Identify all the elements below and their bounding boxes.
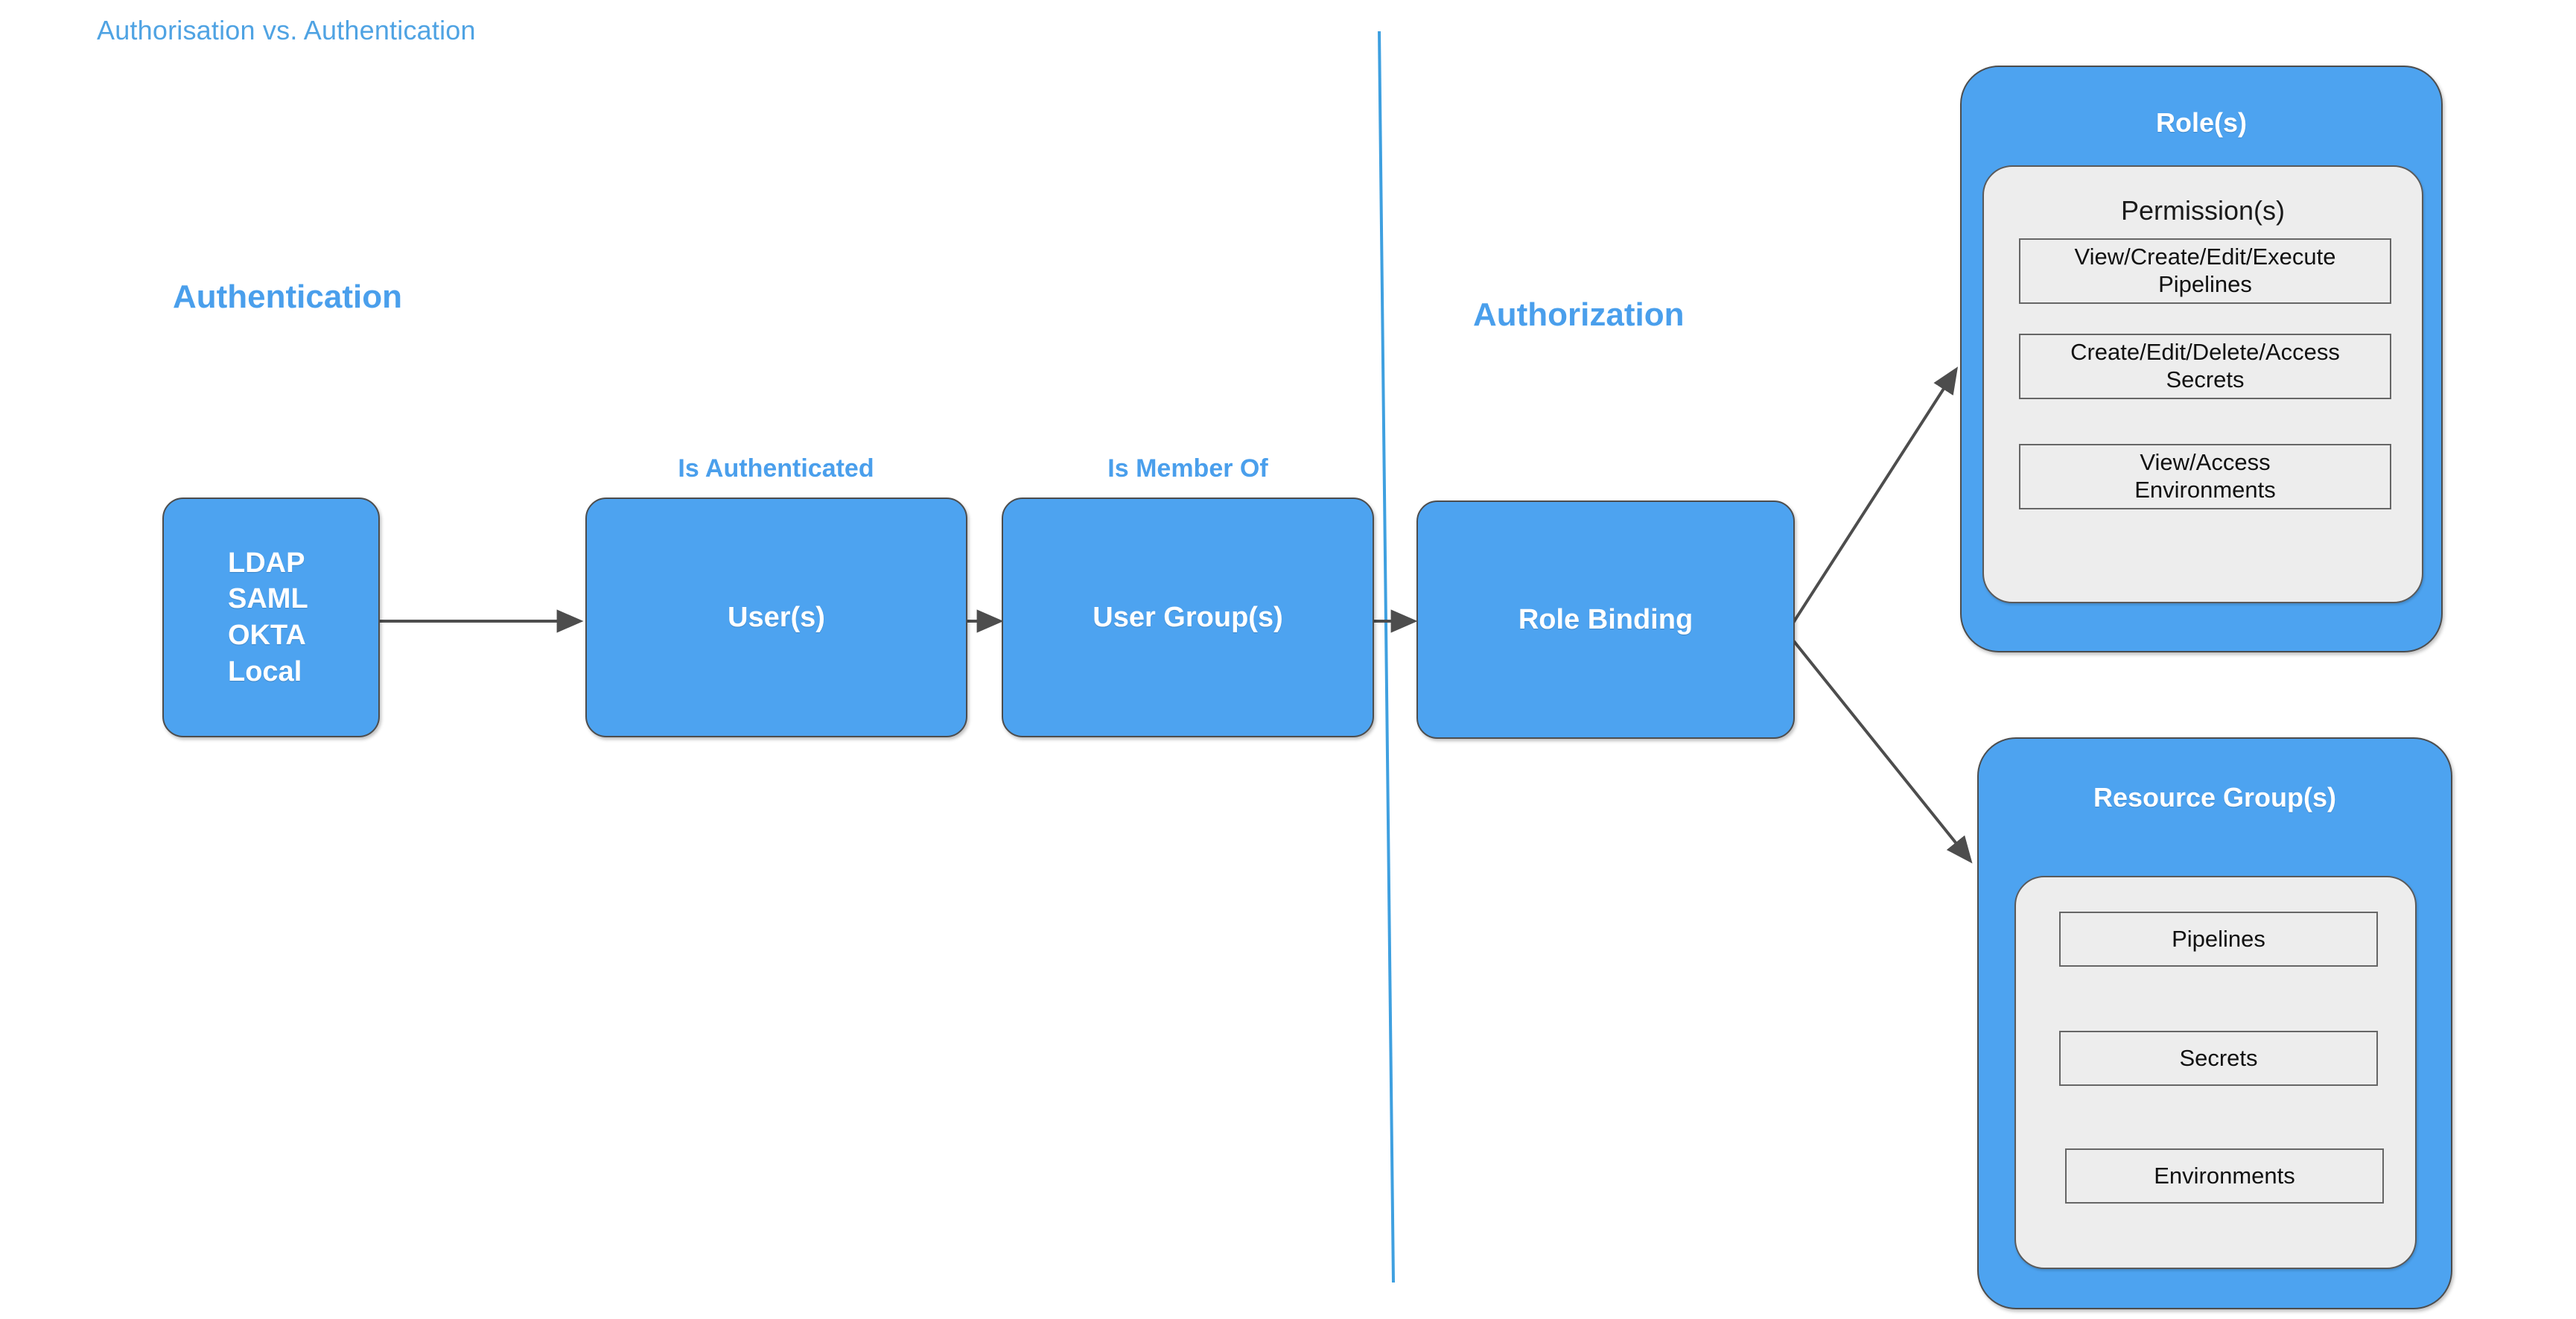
- resource-chip-secrets[interactable]: Secrets: [2059, 1031, 2378, 1086]
- permission-chip-pipelines[interactable]: View/Create/Edit/Execute Pipelines: [2019, 238, 2391, 304]
- panel-roles[interactable]: Role(s) Permission(s) View/Create/Edit/E…: [1960, 66, 2443, 652]
- edge-label-is-member-of: Is Member Of: [1107, 454, 1268, 483]
- box-auth-providers[interactable]: LDAP SAML OKTA Local: [162, 498, 380, 737]
- box-user-groups-label: User Group(s): [1093, 601, 1283, 633]
- panel-resource-groups-title: Resource Group(s): [2093, 782, 2337, 813]
- resource-chip-environments[interactable]: Environments: [2065, 1148, 2384, 1204]
- permission-chip-environments[interactable]: View/Access Environments: [2019, 444, 2391, 509]
- resource-chip-pipelines[interactable]: Pipelines: [2059, 912, 2378, 967]
- box-users-label: User(s): [728, 601, 825, 633]
- panel-resource-groups[interactable]: Resource Group(s) Pipelines Secrets Envi…: [1977, 737, 2452, 1309]
- permission-chip-secrets[interactable]: Create/Edit/Delete/Access Secrets: [2019, 334, 2391, 399]
- panel-roles-title: Role(s): [2155, 107, 2247, 138]
- edge-label-is-authenticated: Is Authenticated: [678, 454, 874, 483]
- panel-resource-groups-inner: Pipelines Secrets Environments: [2014, 876, 2417, 1269]
- permissions-title: Permission(s): [2120, 195, 2286, 226]
- page-title: Authorisation vs. Authentication: [97, 15, 476, 45]
- box-role-binding[interactable]: Role Binding: [1416, 500, 1795, 739]
- box-users[interactable]: User(s): [585, 498, 967, 737]
- heading-authentication: Authentication: [173, 279, 402, 315]
- panel-roles-inner: Permission(s) View/Create/Edit/Execute P…: [1982, 165, 2423, 603]
- box-role-binding-label: Role Binding: [1518, 603, 1694, 635]
- heading-authorization: Authorization: [1473, 296, 1685, 333]
- box-auth-providers-label: LDAP SAML OKTA Local: [228, 547, 308, 687]
- box-user-groups[interactable]: User Group(s): [1002, 498, 1374, 737]
